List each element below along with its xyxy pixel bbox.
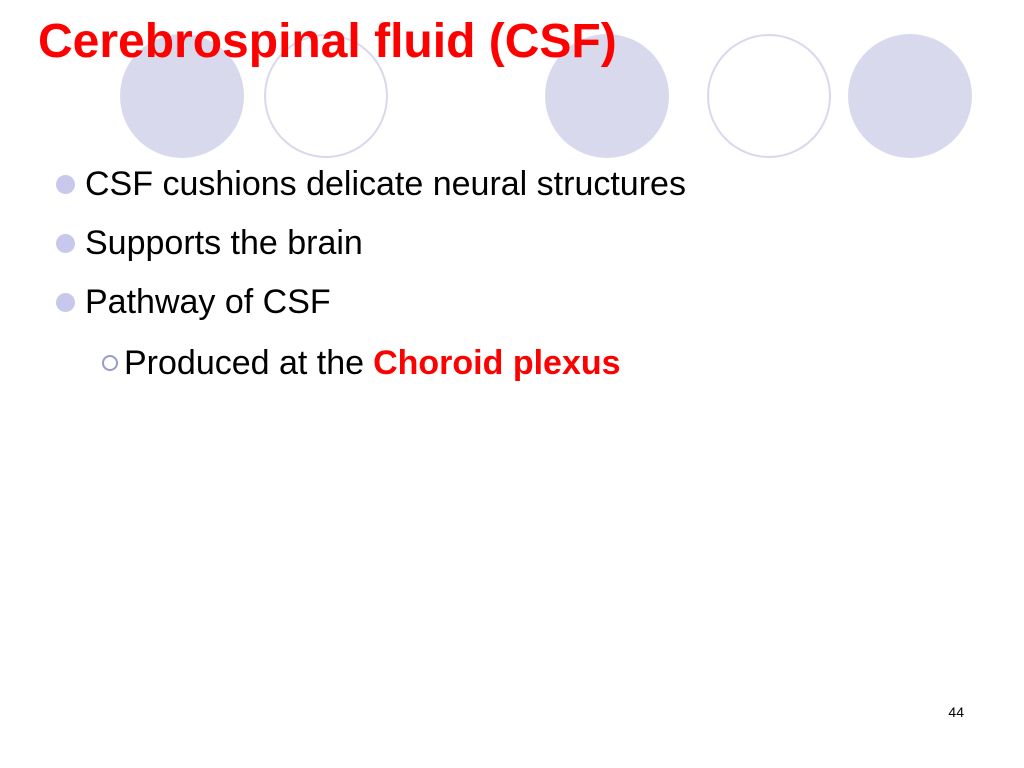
bullet-dot-icon bbox=[56, 175, 75, 194]
decorative-circle-outline-2 bbox=[707, 34, 831, 158]
bullet-list: CSF cushions delicate neural structures … bbox=[56, 155, 996, 394]
decorative-circle-filled-2 bbox=[545, 34, 669, 158]
bullet-text: Supports the brain bbox=[85, 224, 363, 262]
page-number: 44 bbox=[948, 704, 964, 720]
bullet-text: Pathway of CSF bbox=[85, 283, 331, 321]
sub-bullet-item: Produced at the Choroid plexus bbox=[56, 332, 996, 394]
slide-title: Cerebrospinal fluid (CSF) bbox=[38, 15, 617, 68]
bullet-item-1: CSF cushions delicate neural structures bbox=[56, 155, 996, 214]
decorative-circle-filled-1 bbox=[120, 34, 244, 158]
bullet-dot-icon bbox=[56, 234, 75, 253]
bullet-item-3: Pathway of CSF bbox=[56, 273, 996, 332]
decorative-circle-filled-3 bbox=[848, 34, 972, 158]
bullet-text: CSF cushions delicate neural structures bbox=[85, 165, 686, 203]
bullet-dot-icon bbox=[56, 293, 75, 312]
sub-bullet-ring-icon bbox=[102, 355, 118, 371]
highlight-term: Choroid plexus bbox=[373, 343, 621, 382]
decorative-circle-outline-1 bbox=[264, 34, 388, 158]
sub-bullet-text: Produced at the bbox=[124, 343, 365, 382]
bullet-item-2: Supports the brain bbox=[56, 214, 996, 273]
